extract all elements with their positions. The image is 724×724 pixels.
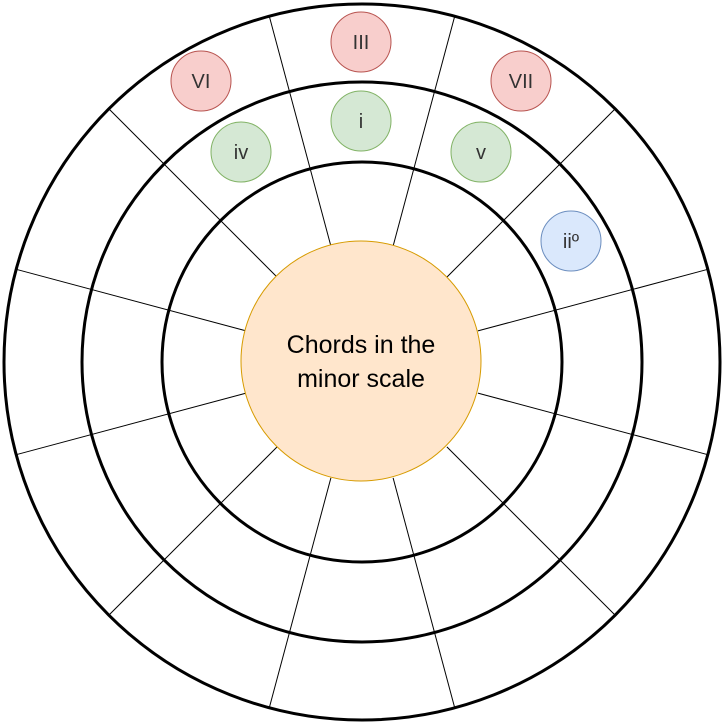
chord-iio: iiº — [540, 210, 602, 272]
chord-i: i — [330, 90, 392, 152]
chord-v: v — [450, 121, 512, 183]
chord-i-circle — [330, 90, 392, 152]
chord-iio-circle — [540, 210, 602, 272]
segment-divider — [477, 392, 708, 456]
segment-divider — [392, 16, 456, 247]
chord-VII-circle — [490, 50, 552, 112]
chord-iio-label: iiº — [563, 231, 580, 253]
segment-divider — [268, 477, 332, 708]
chord-VII: VII — [490, 50, 552, 112]
segment-divider — [16, 268, 247, 332]
center-circle — [240, 240, 482, 482]
chord-i-label: i — [359, 111, 363, 133]
chord-VI-circle — [170, 50, 232, 112]
chord-III-label: III — [353, 32, 370, 54]
middle-ring — [80, 80, 644, 644]
segment-divider — [446, 108, 616, 278]
chord-VII-label: VII — [509, 71, 533, 93]
chord-iv-circle — [210, 121, 272, 183]
segment-divider — [16, 392, 247, 456]
segment-divider — [108, 108, 278, 278]
chord-III-circle — [330, 11, 392, 73]
chord-III: III — [330, 11, 392, 73]
chord-VI-label: VI — [192, 71, 211, 93]
chord-iv: iv — [210, 121, 272, 183]
center-title-line-2: minor scale — [297, 365, 425, 393]
segment-dividers — [16, 16, 708, 708]
center-title-line-1: Chords in the — [287, 331, 436, 359]
center-node: Chords in the minor scale — [240, 240, 482, 482]
segment-divider — [477, 268, 708, 332]
chord-nodes: III VI VII i iv v iiº — [170, 11, 602, 272]
inner-ring — [160, 160, 564, 564]
segment-divider — [446, 446, 616, 616]
chord-v-circle — [450, 121, 512, 183]
segment-divider — [108, 446, 278, 616]
segment-divider — [268, 16, 332, 247]
chord-VI: VI — [170, 50, 232, 112]
chord-v-label: v — [476, 142, 486, 164]
chord-iv-label: iv — [234, 142, 248, 164]
segment-divider — [392, 477, 456, 708]
